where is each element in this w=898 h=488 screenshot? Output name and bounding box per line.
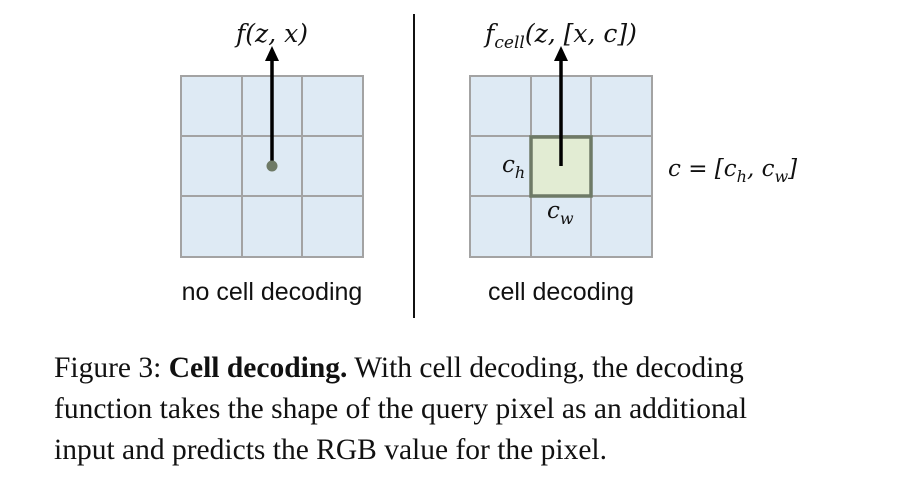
caption-figure-number: Figure 3: [54, 352, 162, 384]
caption-line-3: input and predicts the RGB value for the… [54, 434, 607, 466]
right-function-label: fcell(z, [x, c]) [483, 19, 637, 53]
figure-caption: Figure 3: Cell decoding. With cell decod… [54, 348, 884, 471]
cell-height-label: ch [502, 152, 525, 182]
right-panel-caption: cell decoding [488, 278, 634, 306]
figure-diagram: f(z, x) no cell decoding fcell(z, [x, c]… [180, 14, 797, 318]
query-point-dot [266, 160, 278, 172]
cell-width-label: cw [547, 198, 574, 228]
cell-definition-label: c = [ch, cw] [668, 156, 797, 186]
right-arrow-head [554, 46, 568, 61]
caption-line-1-text: With cell decoding, the decoding [354, 352, 744, 384]
left-arrow-head [265, 46, 279, 61]
caption-title: Cell decoding. [168, 352, 348, 384]
query-cell-highlight [529, 135, 593, 198]
caption-line-2: function takes the shape of the query pi… [54, 393, 748, 425]
left-function-label: f(z, x) [234, 19, 308, 48]
left-panel-caption: no cell decoding [182, 278, 363, 306]
left-grid [180, 46, 364, 258]
caption-line-1: Figure 3: Cell decoding. With cell decod… [54, 348, 884, 389]
right-grid [469, 46, 653, 258]
